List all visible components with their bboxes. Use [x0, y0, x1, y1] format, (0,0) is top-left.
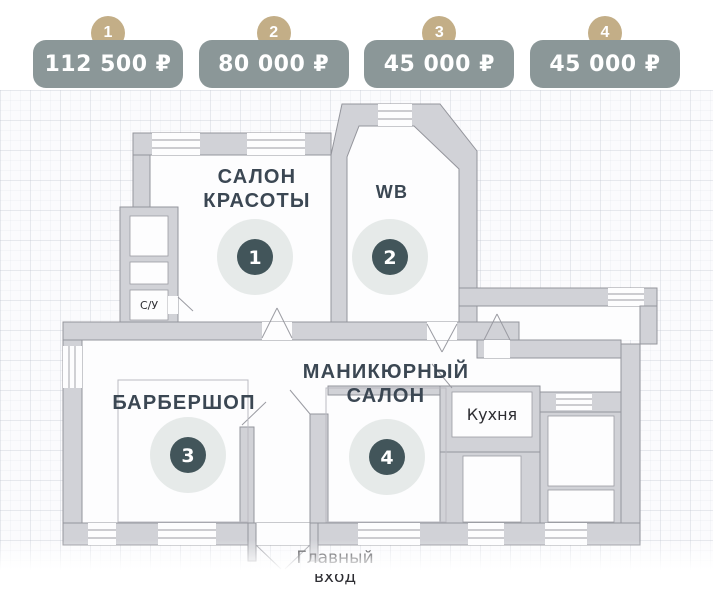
salon-door-swing-b	[276, 307, 293, 339]
barbershop-label: БАРБЕРШОП	[112, 392, 255, 414]
backroom-a-interior	[462, 455, 522, 523]
corridor-door-gap	[484, 340, 510, 358]
corridor-door-swing-a	[483, 313, 498, 341]
wc-door-swing	[177, 296, 194, 312]
marker-number: 2	[383, 247, 396, 269]
marker-1: 1	[217, 219, 293, 295]
left-window	[63, 346, 82, 388]
annex-room-mid	[129, 261, 169, 285]
wb-label: WB	[376, 182, 408, 202]
salon-door-gap	[262, 322, 292, 340]
grid-bottom-fade	[0, 540, 713, 574]
price-badge-2: 2 80 000 ₽	[198, 0, 349, 90]
badge-number: 1	[103, 24, 113, 41]
salon-door-swing-a	[261, 307, 278, 339]
bottom-window-5	[545, 523, 587, 545]
price-badge-4: 4 45 000 ₽	[529, 0, 680, 90]
manicure-label-line2: САЛОН	[347, 385, 426, 407]
kitchen-door-swing	[431, 363, 453, 389]
right-wall	[620, 343, 641, 546]
manicure-left-wall	[309, 413, 329, 524]
corridor-bottom-wall	[476, 339, 622, 359]
top-window-2	[247, 133, 305, 155]
price-pill: 80 000 ₽	[198, 40, 349, 88]
marker-3: 3	[150, 417, 226, 493]
kitchen-interior	[451, 391, 533, 438]
room-markers: 1 2 3 4	[150, 219, 428, 495]
bay-window	[378, 104, 412, 126]
wb-door-swing-b	[441, 323, 458, 353]
marker-inner-circle	[237, 239, 273, 275]
walls	[62, 103, 658, 570]
salon-label-line1: САЛОН	[218, 166, 297, 188]
bottom-window-1	[88, 523, 116, 545]
backroom-c-interior	[547, 489, 615, 523]
annex-room-upper	[129, 215, 169, 257]
price-text: 112 500 ₽	[44, 51, 172, 77]
wc-room	[129, 289, 169, 321]
marker-inner-circle	[369, 439, 405, 475]
manicure-door-swing	[289, 389, 311, 415]
salon-label-line2: КРАСОТЫ	[203, 190, 310, 212]
price-text: 80 000 ₽	[218, 51, 330, 77]
price-pill: 112 500 ₽	[33, 40, 183, 88]
kitchen-label: Кухня	[467, 405, 517, 424]
badge-number: 2	[269, 24, 279, 41]
price-badges-row: 1 112 500 ₽ 2 80 000 ₽ 3 45 000 ₽ 4 45 0…	[0, 0, 713, 90]
corridor-door-swing-b	[496, 313, 511, 341]
right-step-wall	[639, 305, 658, 345]
barbershop-door-swing	[241, 401, 267, 426]
badge-number: 4	[600, 24, 610, 41]
marker-inner-circle	[170, 437, 206, 473]
marker-2: 2	[352, 219, 428, 295]
badge-number: 3	[434, 24, 444, 41]
backroom-b-interior	[547, 415, 615, 487]
marker-inner-circle	[372, 239, 408, 275]
entrance-gap	[256, 523, 310, 545]
left-wall-upper	[132, 154, 151, 210]
manicure-label-line1: МАНИКЮРНЫЙ	[303, 359, 470, 383]
price-badge-3: 3 45 000 ₽	[364, 0, 515, 90]
price-text: 45 000 ₽	[383, 51, 495, 77]
marker-number: 4	[380, 447, 393, 469]
bottom-window-2	[158, 523, 216, 545]
bottom-window-4	[468, 523, 504, 545]
price-badge-1: 1 112 500 ₽	[33, 0, 183, 90]
band-window	[556, 394, 592, 410]
price-pill: 45 000 ₽	[529, 40, 680, 88]
price-text: 45 000 ₽	[549, 51, 661, 77]
wc-label: С/У	[140, 299, 158, 312]
marker-number: 1	[248, 247, 261, 269]
marker-4: 4	[349, 419, 425, 495]
manicure-zone-outline	[325, 387, 447, 523]
barbershop-zone-outline	[117, 379, 249, 523]
marker-number: 3	[181, 445, 194, 467]
wb-door-swing-a	[426, 323, 443, 353]
corridor-top-wall	[458, 287, 658, 307]
wc-door-gap	[168, 296, 178, 314]
zone-outlines	[117, 379, 447, 523]
bottom-window-3	[358, 523, 420, 545]
top-window-1	[152, 133, 200, 155]
barbershop-right-wall	[239, 426, 255, 524]
corridor-window	[608, 288, 644, 306]
wb-door-gap	[427, 322, 457, 340]
price-pill: 45 000 ₽	[364, 40, 515, 88]
